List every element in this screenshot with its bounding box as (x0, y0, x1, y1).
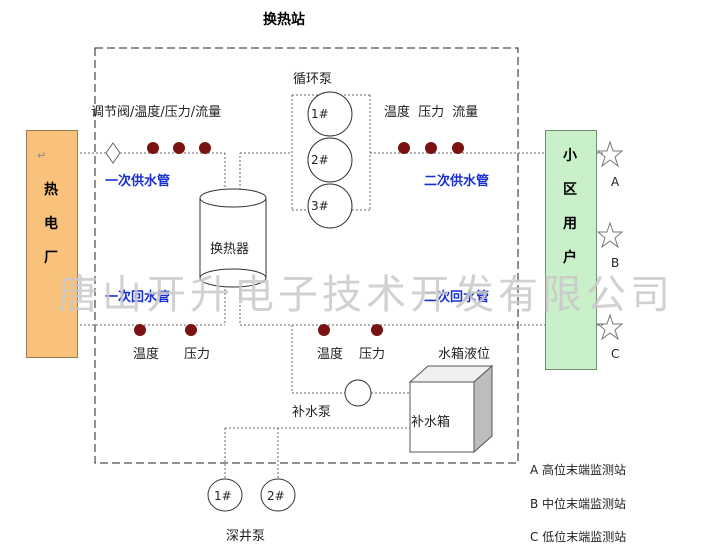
plant-char-1: 热 (44, 182, 58, 198)
station-b-letter: B (611, 256, 620, 270)
circulation-pump-3-label: 3# (311, 199, 329, 213)
district-char-2: 区 (563, 182, 577, 198)
circulation-pump-3 (307, 183, 353, 229)
tank-level-label: 水箱液位 (438, 347, 491, 362)
primary-return-temp-label: 温度 (133, 347, 160, 362)
sensor-primary-supply-3 (199, 142, 211, 154)
sensor-primary-supply-1 (147, 142, 159, 154)
primary-return-label: 一次回水管 (105, 290, 171, 305)
sensor-secondary-return-1 (318, 324, 330, 336)
circulation-pump-label: 循环泵 (293, 72, 333, 87)
secondary-sensors-label: 温度 压力 流量 (384, 105, 479, 120)
primary-return-pressure-label: 压力 (184, 347, 211, 362)
circulation-pump-1-label: 1# (311, 107, 329, 121)
sensor-primary-return-1 (134, 324, 146, 336)
station-c-star-icon (596, 313, 624, 341)
well-pump-1 (207, 478, 243, 512)
sensor-secondary-supply-3 (452, 142, 464, 154)
circulation-pump-2 (307, 137, 353, 183)
sensor-secondary-supply-1 (398, 142, 410, 154)
regulating-valve (105, 142, 121, 164)
plant-char-2: 电 (44, 216, 58, 232)
district-char-1: 小 (563, 148, 577, 164)
secondary-return-temp-label: 温度 (317, 347, 344, 362)
sensor-secondary-return-2 (371, 324, 383, 336)
primary-supply-label: 一次供水管 (105, 174, 171, 189)
station-boundary (94, 47, 519, 464)
makeup-pump-label: 补水泵 (292, 405, 332, 420)
diagram-title: 换热站 (263, 12, 305, 28)
well-pump-2-label: 2# (267, 489, 285, 503)
station-b-star-icon (596, 221, 624, 249)
legend-station-c: C 低位末端监测站 (530, 530, 627, 544)
district-char-4: 户 (563, 250, 577, 266)
secondary-return-label: 二次回水管 (424, 290, 490, 305)
sensor-secondary-supply-2 (425, 142, 437, 154)
power-plant-box: ↵ 热 电 厂 (26, 130, 78, 358)
plant-char-3: 厂 (44, 250, 58, 266)
makeup-tank-shape (408, 364, 494, 454)
makeup-tank-label: 补水箱 (411, 415, 451, 430)
heat-exchanger-label: 换热器 (210, 242, 250, 257)
station-a-star-icon (596, 140, 624, 168)
sensor-primary-return-2 (185, 324, 197, 336)
well-pump-1-label: 1# (214, 489, 232, 503)
legend-station-b: B 中位末端监测站 (530, 497, 627, 511)
sensor-primary-supply-2 (173, 142, 185, 154)
makeup-pump (344, 379, 372, 407)
station-a-letter: A (611, 175, 620, 189)
secondary-supply-label: 二次供水管 (424, 174, 490, 189)
station-c-letter: C (611, 347, 620, 361)
company-watermark: 唐山开升电子技术开发有限公司 (58, 272, 674, 318)
well-pump-2 (260, 478, 296, 512)
circulation-pump-1 (307, 91, 353, 137)
secondary-return-pressure-label: 压力 (359, 347, 386, 362)
primary-sensors-label: 调节阀/温度/压力/流量 (91, 105, 222, 120)
district-char-3: 用 (563, 216, 577, 232)
well-pump-label: 深井泵 (226, 529, 266, 544)
heat-exchanger-shape (199, 188, 267, 288)
district-users-box: 小 区 用 户 (545, 130, 597, 370)
legend-station-a: A 高位末端监测站 (530, 463, 627, 477)
circulation-pump-2-label: 2# (311, 153, 329, 167)
